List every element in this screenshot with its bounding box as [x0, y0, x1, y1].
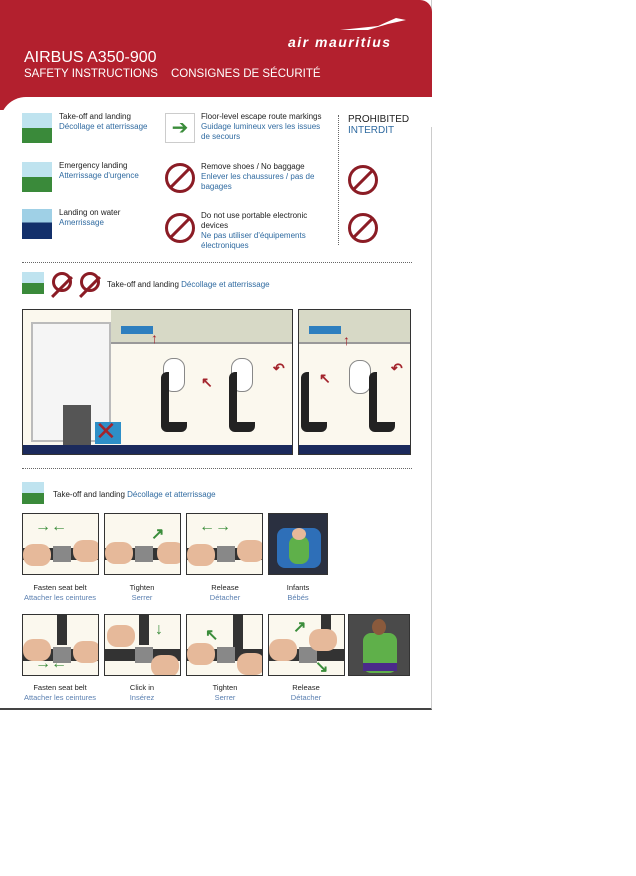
step-label-fr: Serrer [131, 593, 153, 602]
subtitle-en: SAFETY INSTRUCTIONS [24, 68, 158, 80]
legend-en: Remove shoes / No baggage [201, 162, 305, 171]
floor-arrow-icon: ➔ [165, 113, 195, 143]
step-label-fr: Attacher les ceintures [23, 693, 97, 702]
takeoff-landing-icon [22, 482, 44, 504]
no-mobile-phone-icon [348, 213, 378, 243]
aircraft-title: AIRBUS A350-900 [24, 49, 157, 66]
release-harness-illustration: ↗↘ [268, 614, 345, 676]
legend-fr: Atterrissage d'urgence [59, 171, 139, 180]
infant-illustration [268, 513, 328, 575]
prohibited-label: PROHIBITED [348, 114, 410, 125]
no-shoes-baggage-icon [165, 163, 195, 193]
legend-fr: Enlever les chaussures / pas de bagages [201, 172, 315, 191]
legend-fr: Ne pas utiliser d'équipements électroniq… [201, 231, 306, 250]
section-title-fr: Décollage et atterrissage [181, 280, 270, 289]
legend-en: Emergency landing [59, 161, 128, 170]
legend-fr: Guidage lumineux vers les issues de seco… [201, 122, 321, 141]
water-landing-icon [22, 209, 52, 239]
step-label-en: Fasten seat belt [33, 583, 87, 592]
safety-card: AIRBUS A350-900 SAFETY INSTRUCTIONS CONS… [0, 0, 432, 710]
step-label-fr: Bébés [287, 593, 309, 602]
release-belt-illustration: ←→ [186, 513, 263, 575]
legend-fr: Amerrissage [59, 218, 104, 227]
step-label-en: Release [292, 683, 320, 692]
step-label-en: Tighten [129, 583, 155, 592]
step-label-en: Release [211, 583, 239, 592]
baggage-icon [95, 422, 121, 444]
tighten-belt-illustration: ↗ [104, 513, 181, 575]
no-electronics-icon [52, 272, 72, 292]
fasten-belt-illustration: →← [22, 513, 99, 575]
step-label-en: Click in [129, 683, 155, 692]
step-label-fr: Détacher [209, 593, 241, 602]
fasten-harness-illustration: →← [22, 614, 99, 676]
step-label-fr: Attacher les ceintures [23, 593, 97, 602]
step-label-en: Infants [286, 583, 310, 592]
legend-en: Floor-level escape route markings [201, 112, 322, 121]
section-title-en: Take-off and landing [107, 280, 179, 289]
cabin-illustration-seat-recline: ↑↖↶ [298, 309, 411, 455]
emergency-landing-icon [22, 162, 52, 192]
legend-fr: Décollage et atterrissage [59, 122, 148, 131]
tighten-harness-illustration: ↖ [186, 614, 263, 676]
legend-en: Landing on water [59, 208, 121, 217]
no-smoking-icon [348, 165, 378, 195]
legend-en: Take-off and landing [59, 112, 131, 121]
takeoff-landing-icon [22, 272, 44, 294]
no-electronics-icon [165, 213, 195, 243]
no-mobile-phone-icon [80, 272, 100, 292]
click-in-illustration: ↓ [104, 614, 181, 676]
step-label-fr: Détacher [290, 693, 322, 702]
bird-logo-icon [340, 18, 406, 30]
step-label-fr: Insérez [129, 693, 155, 702]
step-label-en: Fasten seat belt [33, 683, 87, 692]
prohibited-label-fr: INTERDIT [348, 125, 395, 136]
takeoff-landing-icon [22, 113, 52, 143]
step-label-fr: Serrer [214, 693, 236, 702]
cabin-illustration: ✕ ↑↖↶ [22, 309, 293, 455]
passenger-harness-illustration [348, 614, 410, 676]
legend-en: Do not use portable electronic devices [201, 211, 308, 230]
section-title-fr: Décollage et atterrissage [127, 490, 216, 499]
subtitle-fr: CONSIGNES DE SÉCURITÉ [171, 68, 321, 80]
air-mauritius-logo: air mauritius [288, 18, 418, 50]
section-title-en: Take-off and landing [53, 490, 125, 499]
card-header: AIRBUS A350-900 SAFETY INSTRUCTIONS CONS… [0, 0, 432, 110]
step-label-en: Tighten [212, 683, 238, 692]
